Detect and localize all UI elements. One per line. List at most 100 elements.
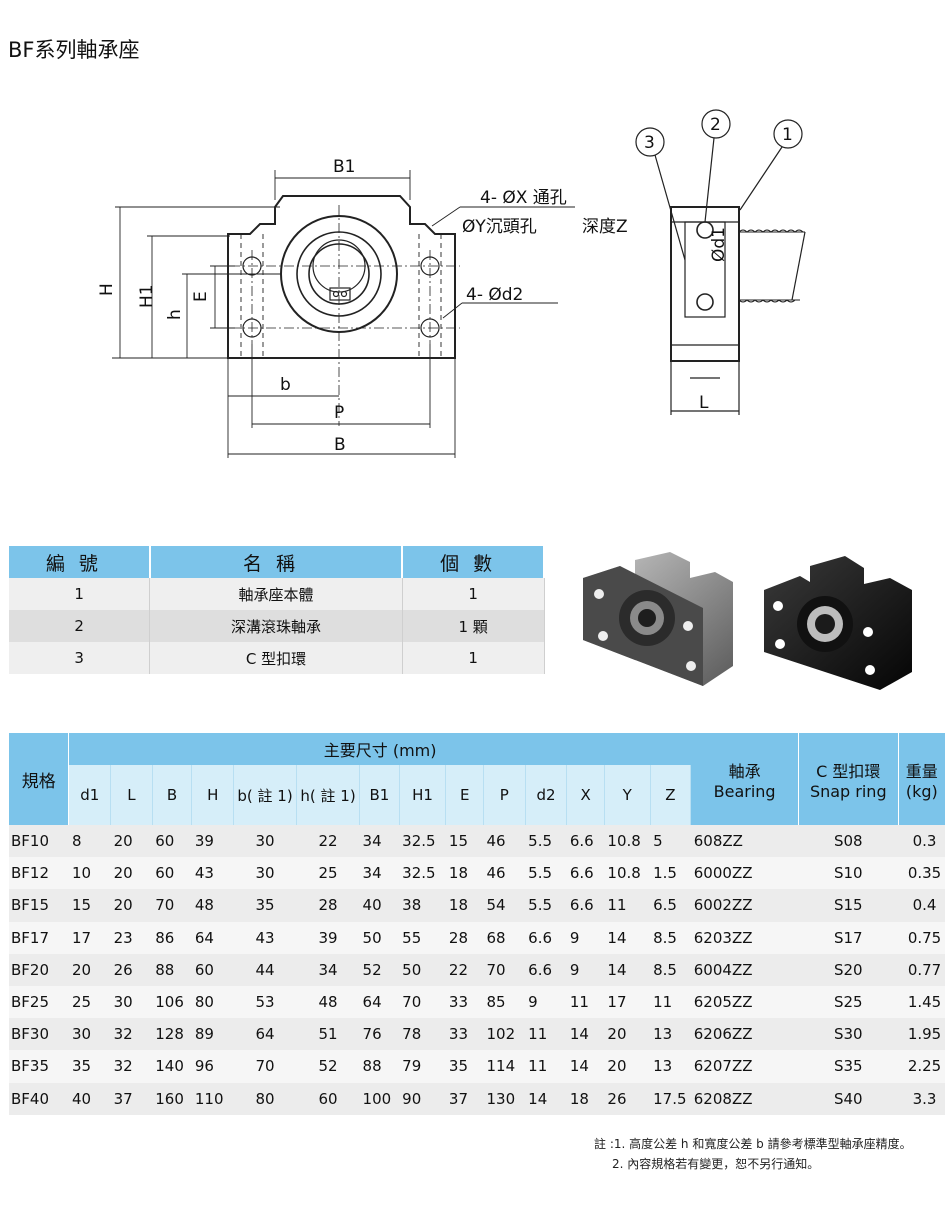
spec-cell: 51	[296, 1018, 360, 1051]
spec-cell: 23	[110, 921, 153, 954]
spec-cell: 88	[359, 1050, 400, 1083]
callout-3: 3	[644, 133, 655, 153]
spec-cell: 6.6	[525, 921, 567, 954]
col-x: X	[566, 765, 605, 825]
dim-b-small: b	[280, 375, 291, 395]
label-hole-d2: 4- Ød2	[466, 285, 523, 305]
spec-cell: 0.35	[898, 857, 945, 890]
spec-cell: 26	[110, 953, 153, 986]
spec-cell: 6002ZZ	[690, 889, 799, 922]
spec-cell: 6.6	[525, 953, 567, 986]
dim-h1: H1	[137, 284, 157, 308]
spec-cell: 608ZZ	[690, 825, 799, 858]
spec-cell: 30	[110, 985, 153, 1019]
dim-e: E	[191, 291, 211, 302]
spec-cell: 0.75	[898, 921, 945, 954]
spec-cell: 9	[566, 921, 605, 954]
spec-cell: 160	[152, 1082, 192, 1115]
spec-cell: 14	[566, 1050, 605, 1083]
spec-cell: 11	[525, 1050, 567, 1083]
header-snap-en: Snap ring	[809, 781, 887, 801]
model-cell: BF20	[9, 953, 69, 986]
part-no: 2	[9, 610, 151, 642]
spec-cell: 39	[191, 825, 234, 858]
spec-cell: 20	[110, 889, 153, 922]
spec-cell: 80	[191, 985, 234, 1019]
spec-cell: 128	[152, 1018, 192, 1051]
spec-cell: 79	[399, 1050, 446, 1083]
spec-cell: 70	[152, 889, 192, 922]
part-name: 深溝滾珠軸承	[149, 610, 403, 642]
model-cell: BF40	[9, 1082, 69, 1115]
spec-cell: 32	[110, 1050, 153, 1083]
spec-cell: 37	[110, 1082, 153, 1115]
spec-cell: 52	[359, 953, 400, 986]
spec-cell: 8	[68, 825, 111, 858]
spec-cell: S15	[798, 889, 899, 922]
spec-cell: 37	[445, 1082, 484, 1115]
spec-cell: 28	[445, 921, 484, 954]
model-cell: BF12	[9, 857, 69, 890]
spec-cell: 8.5	[650, 953, 691, 986]
col-d1: d1	[68, 765, 112, 825]
table-row: 3 C 型扣環 1	[9, 642, 545, 674]
spec-cell: S08	[798, 825, 899, 858]
dim-d1: Ød1	[709, 227, 729, 262]
spec-cell: 11	[525, 1018, 567, 1051]
spec-cell: 50	[399, 953, 446, 986]
spec-cell: 15	[68, 889, 111, 922]
spec-cell: 6.6	[566, 857, 605, 890]
footnotes: 註 :1. 高度公差 h 和寬度公差 b 請參考標準型軸承座精度。 2. 內容規…	[594, 1134, 912, 1174]
spec-cell: 60	[191, 953, 234, 986]
spec-table: 規格 主要尺寸 (mm) 軸承 Bearing C 型扣環 Snap ring …	[9, 733, 945, 1115]
spec-cell: 52	[296, 1050, 360, 1083]
spec-cell: 13	[650, 1018, 691, 1051]
spec-cell: 76	[359, 1018, 400, 1051]
spec-cell: 6004ZZ	[690, 953, 799, 986]
spec-cell: 30	[233, 857, 297, 890]
spec-cell: 20	[68, 953, 111, 986]
spec-cell: 22	[296, 825, 360, 858]
part-name: C 型扣環	[149, 642, 403, 674]
spec-cell: S30	[798, 1018, 899, 1051]
spec-cell: 6.6	[566, 889, 605, 922]
spec-cell: 30	[68, 1018, 111, 1051]
spec-cell: S25	[798, 985, 899, 1019]
spec-cell: 6203ZZ	[690, 921, 799, 954]
spec-cell: 70	[233, 1050, 297, 1083]
spec-cell: 6.6	[566, 825, 605, 858]
spec-cell: 30	[233, 825, 297, 858]
spec-cell: 9	[566, 953, 605, 986]
spec-cell: 114	[483, 1050, 526, 1083]
parts-header-no: 編號	[9, 546, 151, 578]
spec-cell: 106	[152, 985, 192, 1019]
spec-cell: 20	[604, 1018, 651, 1051]
spec-cell: 20	[604, 1050, 651, 1083]
spec-cell: 11	[604, 889, 651, 922]
spec-cell: 0.77	[898, 953, 945, 986]
spec-cell: 18	[445, 857, 484, 890]
spec-cell: 20	[110, 857, 153, 890]
spec-cell: 6208ZZ	[690, 1082, 799, 1115]
spec-cell: 64	[191, 921, 234, 954]
spec-cell: 28	[296, 889, 360, 922]
spec-cell: 20	[110, 825, 153, 858]
spec-cell: 5	[650, 825, 691, 858]
model-cell: BF30	[9, 1018, 69, 1051]
col-l: L	[110, 765, 153, 825]
spec-cell: 11	[566, 985, 605, 1019]
spec-cell: 130	[483, 1082, 526, 1115]
spec-cell: 39	[296, 921, 360, 954]
header-snap-ring: C 型扣環 Snap ring	[798, 733, 899, 825]
part-name: 軸承座本體	[149, 578, 403, 610]
spec-cell: 43	[191, 857, 234, 890]
spec-cell: 38	[399, 889, 446, 922]
spec-cell: 5.5	[525, 857, 567, 890]
spec-cell: 40	[359, 889, 400, 922]
spec-cell: 0.4	[898, 889, 945, 922]
header-weight-unit: (kg)	[905, 781, 938, 801]
